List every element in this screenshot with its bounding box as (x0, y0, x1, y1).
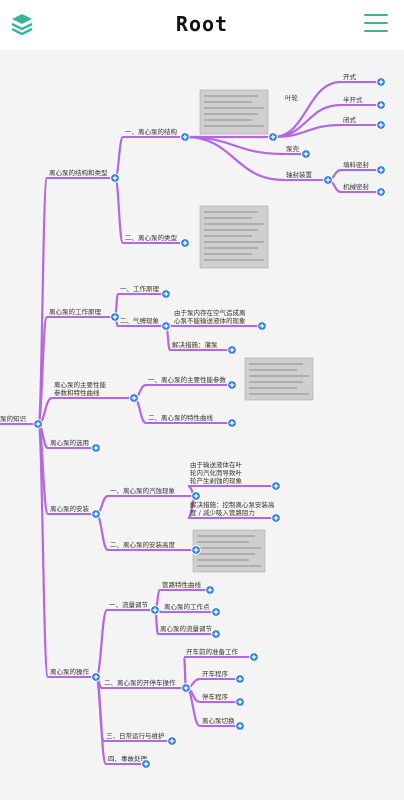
expand-plus-icon[interactable] (180, 132, 190, 142)
expand-plus-icon[interactable] (191, 545, 201, 555)
root-node-label[interactable]: 泵的知识 (0, 414, 27, 423)
branch-connector (94, 675, 108, 766)
expand-plus-icon[interactable] (181, 683, 191, 693)
node-label[interactable]: 二、离心泵的安装高度 (110, 540, 176, 549)
node-label[interactable]: 二、气缚现象 (120, 316, 160, 325)
expand-plus-icon[interactable] (91, 509, 101, 519)
node-label[interactable]: 三、日常运行与维护 (106, 731, 165, 740)
node-label[interactable]: 解决措施：控制离心泵安装高度 / 减少吸入管路阻力 (190, 500, 275, 517)
expand-plus-icon[interactable] (235, 697, 245, 707)
node-label[interactable]: 机械密封 (343, 182, 370, 191)
node-label[interactable]: 离心泵的结构和类型 (49, 168, 108, 177)
node-label[interactable]: 填料密封 (343, 160, 370, 169)
performance-curve-thumbnail[interactable] (244, 357, 314, 401)
branch-connector (272, 123, 342, 139)
expand-plus-icon[interactable] (376, 77, 386, 87)
expand-plus-icon[interactable] (376, 165, 386, 175)
branch-connector (36, 422, 50, 679)
expand-plus-icon[interactable] (191, 491, 201, 501)
node-label[interactable]: 开式 (343, 72, 357, 81)
expand-plus-icon[interactable] (110, 173, 120, 183)
node-label[interactable]: 叶轮 (285, 93, 299, 102)
pump-types-table-thumbnail[interactable] (199, 205, 269, 269)
expand-plus-icon[interactable] (167, 736, 177, 746)
node-label[interactable]: 离心泵的工作原理 (49, 307, 102, 316)
expand-plus-icon[interactable] (91, 672, 101, 682)
expand-plus-icon[interactable] (211, 629, 221, 639)
expand-plus-icon[interactable] (129, 393, 139, 403)
node-label[interactable]: 离心泵的安装 (50, 504, 90, 513)
node-label[interactable]: 由于泵内存在空气造成离心泵不能输送液体的现象 (174, 308, 246, 325)
node-label[interactable]: 一、离心泵的汽蚀现象 (110, 486, 176, 495)
node-label[interactable]: 离心泵的选用 (50, 438, 89, 447)
install-height-diagram-thumbnail[interactable] (192, 529, 266, 573)
expand-plus-icon[interactable] (301, 149, 311, 159)
expand-plus-icon[interactable] (227, 418, 237, 428)
expand-plus-icon[interactable] (235, 674, 245, 684)
expand-plus-icon[interactable] (235, 721, 245, 731)
expand-plus-icon[interactable] (161, 289, 171, 299)
expand-plus-icon[interactable] (227, 380, 237, 390)
node-label[interactable]: 离心泵的主要性能参数和特性曲线 (54, 380, 107, 397)
node-label[interactable]: 一、离心泵的主要性能参数 (148, 375, 227, 384)
node-label[interactable]: 轴封装置 (286, 170, 313, 179)
page-title: Root (175, 12, 229, 36)
branch-connector (113, 135, 125, 180)
node-label[interactable]: 一、工作原理 (120, 284, 160, 293)
branch-connector (272, 80, 342, 139)
expand-plus-icon[interactable] (211, 607, 221, 617)
node-label[interactable]: 开车前的准备工作 (186, 647, 239, 656)
node-label[interactable]: 二、离心泵的类型 (125, 233, 178, 242)
expand-plus-icon[interactable] (161, 321, 171, 331)
expand-plus-icon[interactable] (141, 759, 151, 769)
node-label[interactable]: 四、事故处理 (108, 754, 148, 763)
node-label[interactable]: 解决措施：灌泵 (172, 340, 218, 349)
branch-connector (113, 176, 125, 245)
node-label[interactable]: 闭式 (343, 115, 357, 124)
expand-plus-icon[interactable] (205, 585, 215, 595)
expand-plus-icon[interactable] (150, 605, 160, 615)
node-label[interactable]: 离心泵的流量调节 (160, 624, 213, 633)
node-label[interactable]: 二、离心泵的开停车操作 (104, 678, 176, 687)
node-label[interactable]: 二、离心泵的特性曲线 (148, 413, 214, 422)
branch-connector (94, 512, 110, 552)
node-label[interactable]: 离心泵的工作点 (164, 602, 210, 611)
expand-plus-icon[interactable] (271, 481, 281, 491)
expand-plus-icon[interactable] (376, 187, 386, 197)
expand-plus-icon[interactable] (268, 132, 278, 142)
expand-plus-icon[interactable] (271, 513, 281, 523)
expand-plus-icon[interactable] (257, 321, 267, 331)
expand-plus-icon[interactable] (91, 443, 101, 453)
top-bar: Root (0, 0, 404, 51)
node-label[interactable]: 半开式 (343, 95, 363, 104)
node-label[interactable]: 泵壳 (286, 144, 300, 153)
node-label[interactable]: 离心泵切换 (202, 716, 235, 725)
node-label[interactable]: 停车程序 (202, 692, 229, 701)
expand-plus-icon[interactable] (323, 175, 333, 185)
node-label[interactable]: 一、流量调节 (109, 600, 149, 609)
node-label[interactable]: 开车程序 (202, 669, 229, 678)
structure-diagram-thumbnail[interactable] (199, 89, 269, 135)
branch-connector (184, 135, 285, 182)
expand-plus-icon[interactable] (376, 120, 386, 130)
node-label[interactable]: 由于输送液体在叶轮内汽化而导致叶轮产生剥蚀的现象 (190, 460, 243, 485)
branch-connector (94, 608, 109, 679)
mindmap-canvas[interactable]: 泵的知识 离心泵的结构和类型 一、离心泵的结构 叶轮 开式半开式闭式泵壳轴封装置 填料密封… (0, 50, 404, 800)
expand-plus-icon[interactable] (227, 345, 237, 355)
expand-plus-icon[interactable] (33, 419, 43, 429)
expand-plus-icon[interactable] (249, 652, 259, 662)
node-label[interactable]: 离心泵的操作 (50, 667, 90, 676)
hamburger-menu-icon[interactable] (364, 14, 388, 36)
layers-icon[interactable] (10, 12, 34, 36)
expand-plus-icon[interactable] (376, 100, 386, 110)
node-label[interactable]: 一、离心泵的结构 (125, 127, 178, 136)
expand-plus-icon[interactable] (180, 238, 190, 248)
expand-plus-icon[interactable] (110, 312, 120, 322)
node-label[interactable]: 管路特性曲线 (162, 580, 202, 589)
